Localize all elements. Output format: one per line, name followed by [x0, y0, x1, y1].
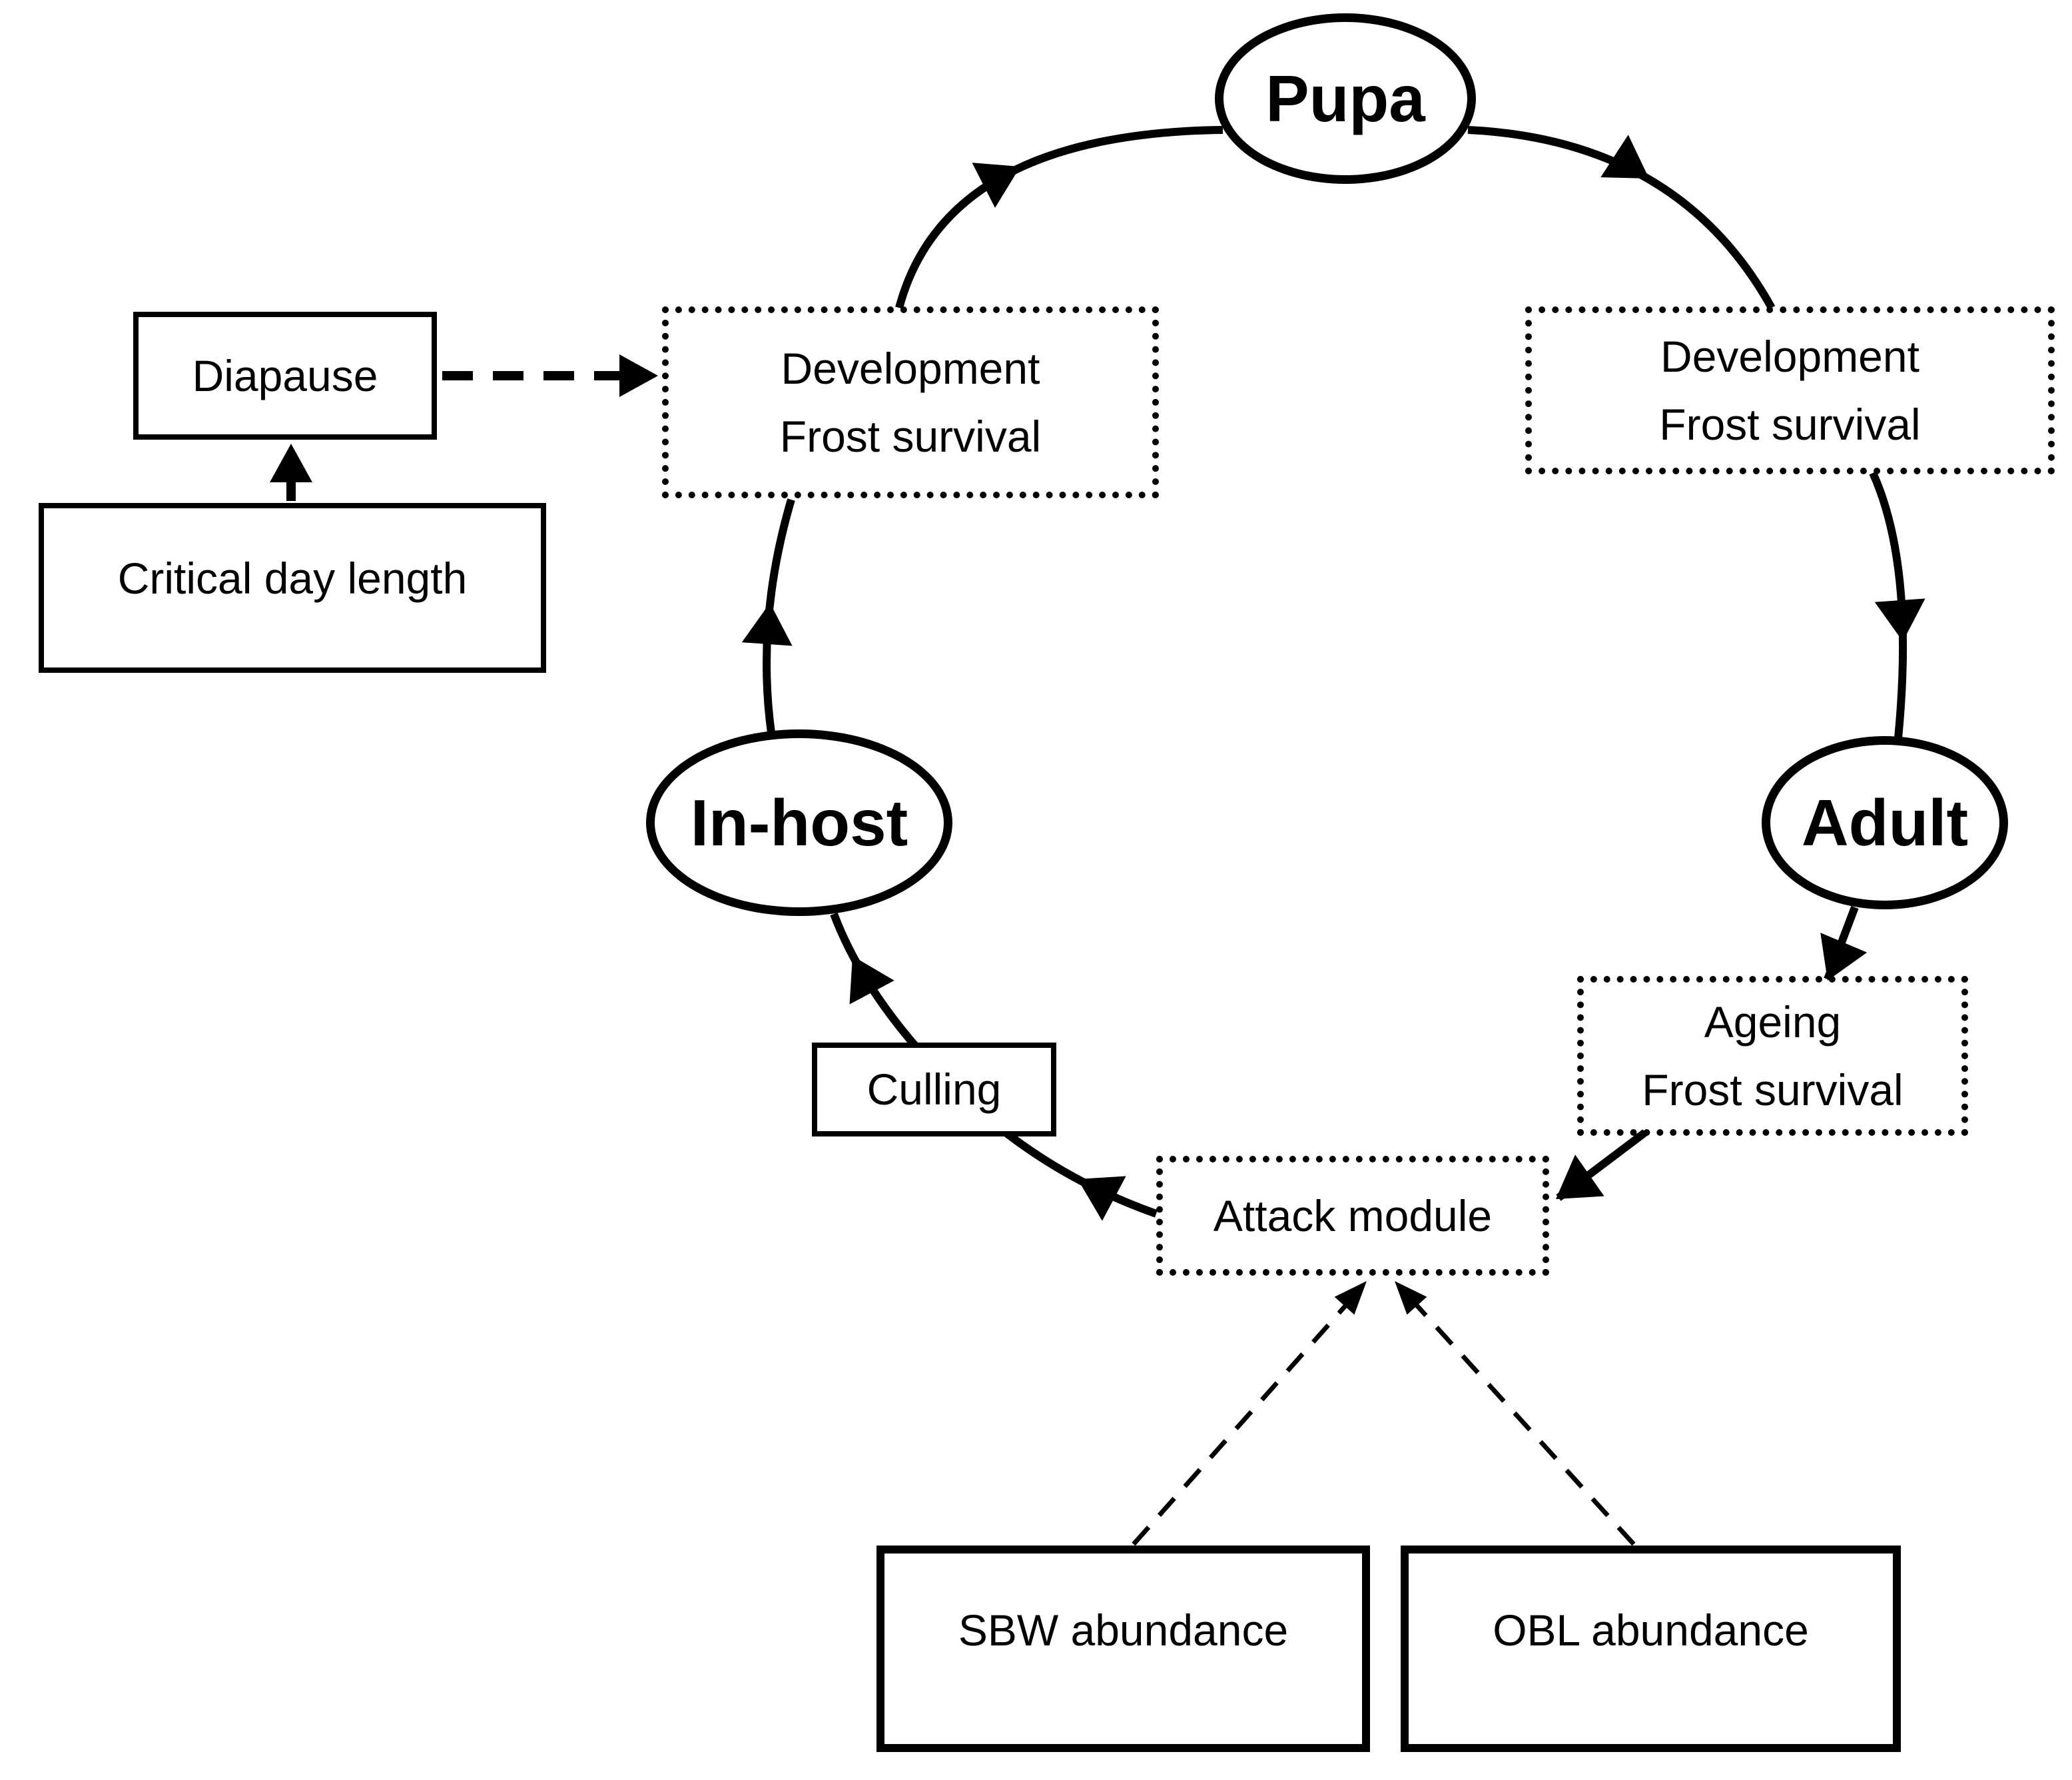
stage-pupa: Pupa — [1215, 13, 1476, 184]
arrow-obl-abundance-to-attack-module — [1413, 1301, 1636, 1546]
process-development-left: Development Frost survival — [662, 306, 1159, 498]
arrowhead-icon — [741, 603, 793, 646]
arrowhead-icon — [1556, 1154, 1604, 1199]
arrowhead-icon — [1874, 598, 1925, 642]
box-sbw-abundance-label: SBW abundance — [958, 1605, 1289, 1655]
process-development-right-line2: Frost survival — [1659, 400, 1921, 449]
arrowhead-icon — [1334, 1281, 1367, 1315]
process-attack-module-label: Attack module — [1213, 1190, 1493, 1240]
arrowhead-icon — [972, 163, 1020, 209]
box-diapause: Diapause — [133, 312, 437, 440]
process-ageing-line2: Frost survival — [1642, 1065, 1903, 1114]
process-ageing: Ageing Frost survival — [1577, 976, 1968, 1136]
arrow-development-left-to-pupa — [895, 126, 1223, 309]
arrowhead-icon — [270, 444, 312, 482]
arrowhead-icon — [849, 956, 894, 1005]
stage-in-host: In-host — [646, 729, 952, 916]
stage-adult: Adult — [1762, 736, 2008, 909]
box-obl-abundance-label: OBL abundance — [1493, 1605, 1809, 1655]
process-attack-module: Attack module — [1156, 1156, 1549, 1276]
arrowhead-icon — [619, 354, 658, 397]
arrow-pupa-to-development-right — [1467, 126, 1776, 310]
process-ageing-line1: Ageing — [1704, 997, 1842, 1047]
stage-in-host-label: In-host — [690, 786, 908, 859]
box-diapause-label: Diapause — [192, 350, 378, 400]
arrowhead-icon — [1600, 135, 1649, 179]
process-development-right-line1: Development — [1660, 331, 1919, 381]
box-critical-day-length-label: Critical day length — [117, 554, 468, 604]
arrow-sbw-abundance-to-attack-module — [1132, 1302, 1349, 1546]
box-culling-label: Culling — [866, 1065, 1002, 1114]
box-critical-day-length: Critical day length — [39, 503, 546, 673]
stage-adult-label: Adult — [1801, 786, 1969, 859]
process-development-right: Development Frost survival — [1525, 306, 2055, 474]
stage-pupa-label: Pupa — [1265, 62, 1425, 135]
box-obl-abundance: OBL abundance — [1401, 1546, 1901, 1752]
arrowhead-icon — [1395, 1281, 1427, 1315]
process-development-left-line1: Development — [781, 343, 1040, 393]
box-sbw-abundance: SBW abundance — [876, 1546, 1370, 1752]
box-culling: Culling — [812, 1043, 1056, 1136]
arrow-development-right-to-adult — [1869, 471, 1907, 739]
arrowhead-icon — [1820, 933, 1868, 981]
process-development-left-line2: Frost survival — [779, 412, 1042, 461]
arrowhead-icon — [1078, 1176, 1126, 1221]
